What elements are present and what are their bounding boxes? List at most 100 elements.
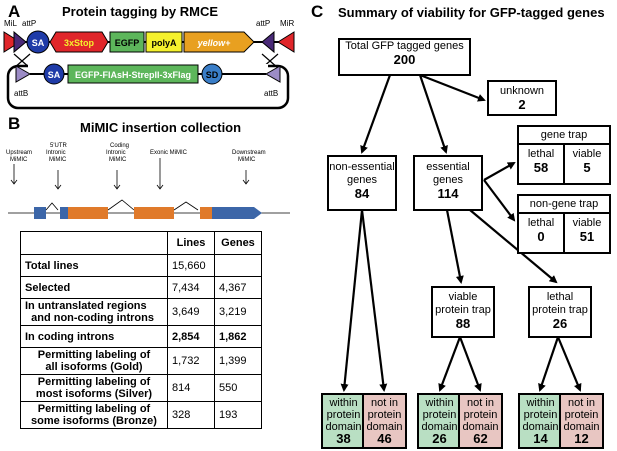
unknown-box: unknown 2 xyxy=(487,80,557,116)
stop-label: 3xStop xyxy=(64,38,95,48)
gene-trap-lethal-value: 58 xyxy=(533,160,549,175)
viable-trap-value: 88 xyxy=(455,316,471,331)
exon-4-coding xyxy=(200,207,212,219)
rmce-diagram: MiL attP attP MiR SA 3xStop EGFP polyA y… xyxy=(3,19,295,110)
row-genes: 1,399 xyxy=(214,347,262,375)
viable-protein-trap-box: viable protein trap 88 xyxy=(431,286,495,338)
leaf-box: not in protein domain 62 xyxy=(458,393,503,449)
egfp-flash-label: EGFP-FlAsH-StrepII-3xFlag xyxy=(75,70,191,80)
lethal-trap-label-2: protein trap xyxy=(532,304,588,316)
mir-red-arrow-icon xyxy=(277,31,295,53)
attp-right-icon xyxy=(261,30,275,54)
polya-box xyxy=(145,31,183,53)
gene-trap-viable-box: viable 5 xyxy=(563,143,611,185)
lethal-trap-value: 26 xyxy=(552,316,568,331)
sa-bottom-label: SA xyxy=(48,70,61,80)
leaf-box: not in protein domain 12 xyxy=(559,393,604,449)
viable-trap-label-1: viable xyxy=(448,291,478,303)
sd-circle-icon xyxy=(201,63,223,85)
row-genes: 193 xyxy=(214,401,262,429)
exon-4-utr-arrow-icon xyxy=(212,207,262,219)
unknown-label: unknown xyxy=(499,85,545,97)
label-attp-right: attP xyxy=(256,19,270,28)
attp-left-icon xyxy=(13,30,27,54)
label-attb-right: attB xyxy=(264,89,278,98)
polya-label: polyA xyxy=(151,38,177,48)
table-row: Total lines 15,660 xyxy=(20,254,262,277)
essential-label-1: essential xyxy=(426,161,470,173)
exon-3-coding xyxy=(134,207,174,219)
unknown-value: 2 xyxy=(518,97,526,112)
total-genes-box: Total GFP tagged genes 200 xyxy=(338,38,471,76)
nonessential-label-1: non-essential xyxy=(329,161,395,173)
leaf-value: 26 xyxy=(432,431,447,446)
sa-bottom-circle-icon xyxy=(43,63,65,85)
gene-trap-viable-value: 5 xyxy=(583,160,591,175)
lethal-trap-label-1: lethal xyxy=(546,291,574,303)
stop-hexagon-icon xyxy=(49,31,109,53)
row-label: In untranslated regions and non-coding i… xyxy=(20,298,168,326)
gene-trap-lethal-label: lethal xyxy=(527,148,555,160)
essential-box: essential genes 114 xyxy=(413,155,483,211)
leaf-value: 38 xyxy=(336,431,351,446)
attb-left-icon xyxy=(15,65,32,83)
egfp-flash-box xyxy=(67,64,199,84)
viable-trap-label-2: protein trap xyxy=(435,304,491,316)
row-genes: 550 xyxy=(214,374,262,402)
leaf-value: 62 xyxy=(473,431,488,446)
non-gene-trap-lethal-value: 0 xyxy=(537,229,545,244)
leaf-value: 46 xyxy=(377,431,392,446)
non-gene-trap-lethal-label: lethal xyxy=(527,217,555,229)
leaf-value: 14 xyxy=(533,431,548,446)
total-value: 200 xyxy=(393,52,416,67)
sa-label: SA xyxy=(32,38,45,48)
panel-b-letter: B xyxy=(8,114,21,133)
non-gene-trap-viable-box: viable 51 xyxy=(563,212,611,254)
essential-label-2: genes xyxy=(433,174,463,186)
essential-value: 114 xyxy=(437,186,459,201)
exon-1-utr xyxy=(34,207,46,219)
leaf-box: not in protein domain 46 xyxy=(362,393,407,449)
mil-red-arrow-icon xyxy=(3,31,21,53)
nonessential-value: 84 xyxy=(354,186,370,201)
egfp-label: EGFP xyxy=(115,38,140,48)
leaf-box: within protein domain 26 xyxy=(417,393,462,449)
panel-b-title: MiMIC insertion collection xyxy=(80,120,242,135)
gene-trap-lethal-box: lethal 58 xyxy=(517,143,565,185)
row-lines: 328 xyxy=(167,401,215,429)
attb-right-icon xyxy=(264,65,281,83)
nonessential-box: non-essential genes 84 xyxy=(327,155,397,211)
label-mil: MiL xyxy=(4,19,17,28)
table-header-row: Lines Genes xyxy=(20,231,262,255)
row-lines: 814 xyxy=(167,374,215,402)
non-gene-trap-viable-label: viable xyxy=(572,217,602,229)
label-mir: MiR xyxy=(280,19,294,28)
sa-circle-icon xyxy=(26,30,50,54)
leaf-box: within protein domain 14 xyxy=(518,393,563,449)
leaf-box: within protein domain 38 xyxy=(321,393,366,449)
gene-trap-title-box: gene trap xyxy=(517,125,611,145)
label-exonic-mimic: Exonic MiMIC xyxy=(150,150,188,156)
total-label: Total GFP tagged genes xyxy=(345,40,464,52)
label-attb-left: attB xyxy=(14,89,28,98)
yellow-arrow-icon xyxy=(183,31,255,53)
sd-label: SD xyxy=(206,70,219,80)
yellow-label: yellow+ xyxy=(197,38,232,48)
lethal-protein-trap-box: lethal protein trap 26 xyxy=(528,286,592,338)
egfp-box xyxy=(109,31,145,53)
row-lines: 7,434 xyxy=(167,276,215,299)
exon-2-coding xyxy=(68,207,108,219)
mimic-insertion-table: Lines Genes Total lines 15,660 Selected … xyxy=(20,231,262,429)
non-gene-trap-lethal-box: lethal 0 xyxy=(517,212,565,254)
mimic-table-wrapper: Lines Genes Total lines 15,660 Selected … xyxy=(20,231,262,429)
